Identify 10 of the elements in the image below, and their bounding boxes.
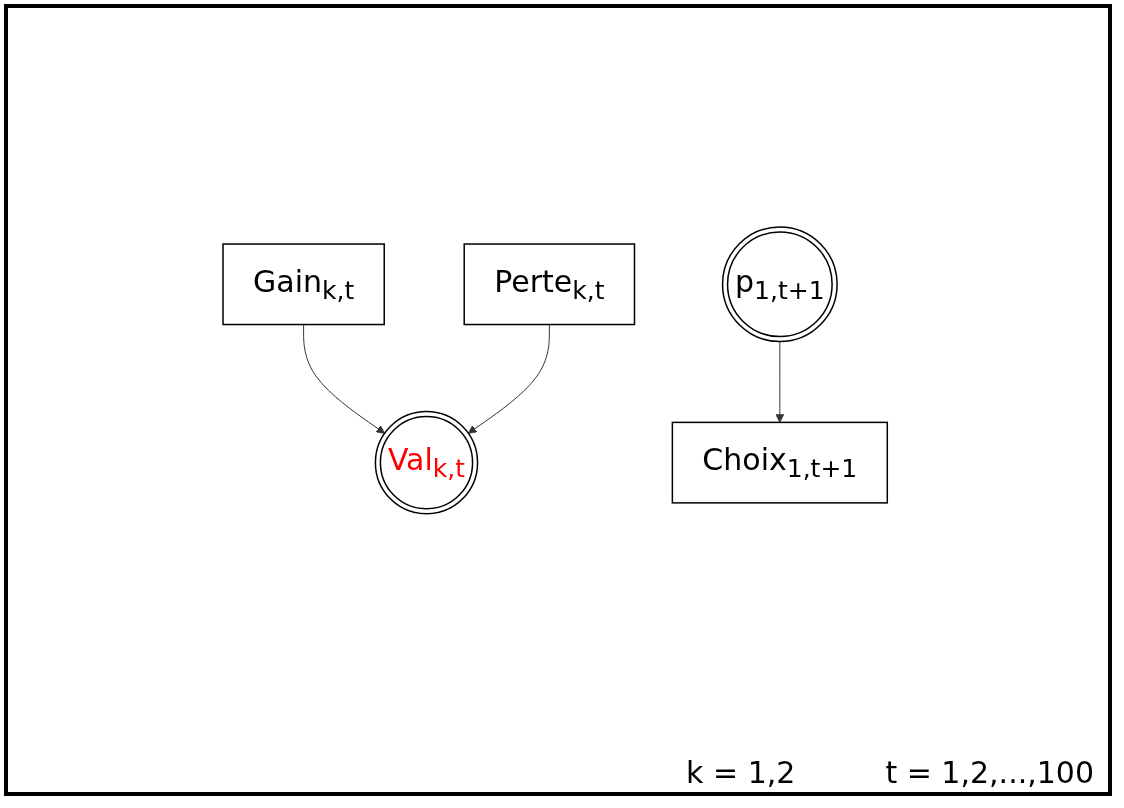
node-circle: p$_{1,t+1}$: [721, 225, 838, 342]
node-circle: Val$_{k,t}$: [374, 410, 479, 515]
note-text: t = 1,2,...,100: [885, 755, 1094, 790]
node-box: Choix$_{1,t+1}$: [671, 421, 888, 504]
arrow: [302, 323, 385, 434]
arrow: [467, 323, 550, 434]
arrow: [775, 340, 785, 423]
note-text: k = 1,2: [686, 755, 796, 790]
node-box: Perte$_{k,t}$: [463, 242, 636, 325]
node-box: Gain$_{k,t}$: [222, 242, 385, 325]
